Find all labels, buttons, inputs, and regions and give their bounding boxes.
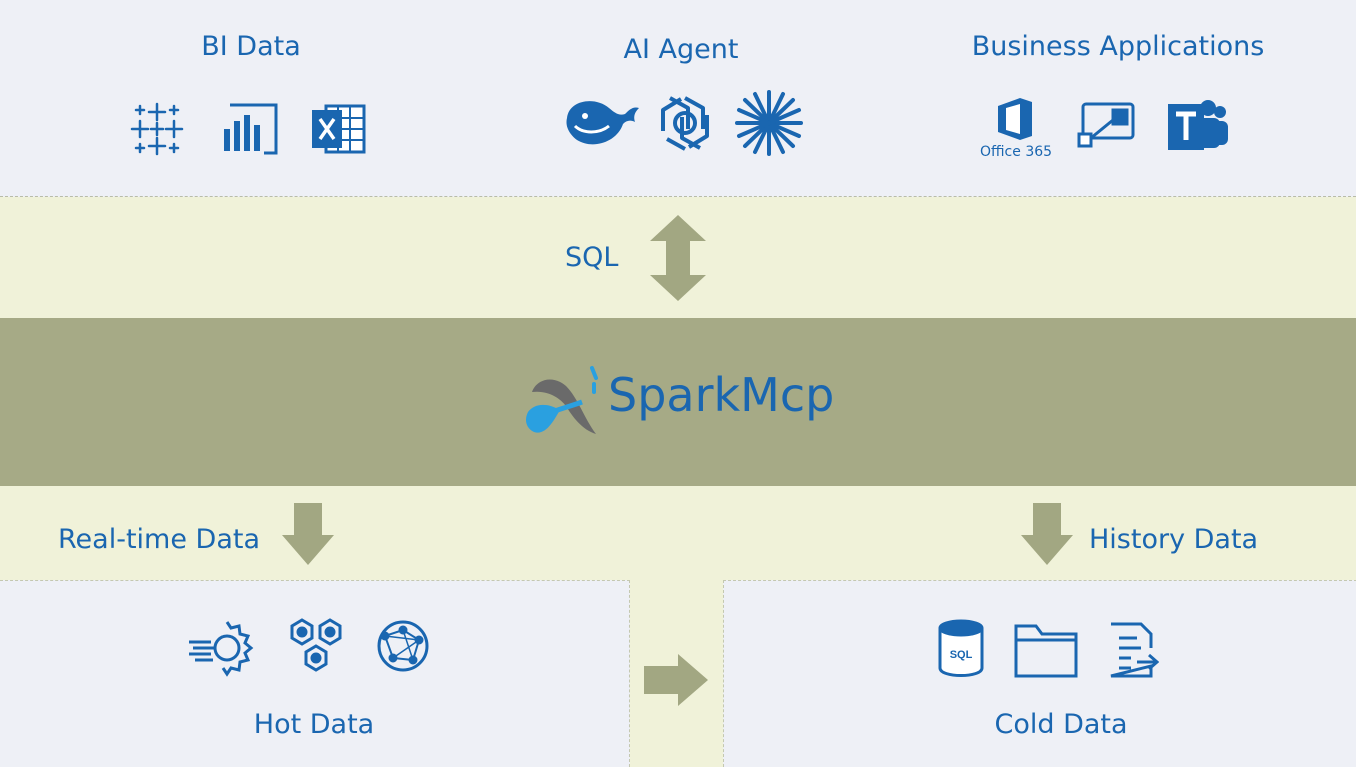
history-down-arrow	[1021, 503, 1073, 569]
tableau-icon	[128, 100, 186, 158]
teams-icon	[1166, 96, 1230, 156]
ai-agent-title: AI Agent	[623, 34, 739, 65]
sql-database-icon: SQL	[937, 618, 985, 678]
stream-gear-icon	[187, 616, 255, 680]
hot-to-cold-arrow	[644, 654, 708, 710]
realtime-down-arrow	[282, 503, 334, 569]
sparkmcp-brand-name: SparkMcp	[608, 368, 835, 422]
folder-icon	[1014, 622, 1078, 678]
sql-bidirectional-arrow	[650, 215, 706, 305]
document-export-icon	[1107, 622, 1159, 678]
office-365-caption: Office 365	[980, 144, 1053, 160]
hexagon-cluster-icon	[284, 614, 348, 678]
deepseek-whale-icon	[563, 92, 643, 152]
sparkmcp-logo-icon	[526, 362, 604, 440]
bi-data-title: BI Data	[201, 31, 301, 62]
cold-data-panel	[723, 580, 1356, 767]
power-bi-icon	[220, 101, 280, 157]
realtime-data-label: Real-time Data	[58, 524, 260, 555]
power-automate-icon	[1077, 100, 1139, 152]
network-globe-icon	[375, 618, 431, 674]
openai-icon	[654, 92, 716, 154]
sparkmcp-band	[0, 318, 1356, 486]
history-data-label: History Data	[1089, 524, 1259, 555]
business-applications-title: Business Applications	[971, 31, 1265, 62]
sql-label: SQL	[565, 242, 619, 273]
hot-data-title: Hot Data	[253, 709, 375, 740]
excel-icon	[310, 102, 368, 156]
claude-starburst-icon	[733, 88, 805, 158]
hot-data-panel	[0, 580, 630, 767]
cold-data-title: Cold Data	[994, 709, 1128, 740]
office-365-icon	[992, 96, 1038, 142]
svg-text:SQL: SQL	[950, 649, 973, 661]
